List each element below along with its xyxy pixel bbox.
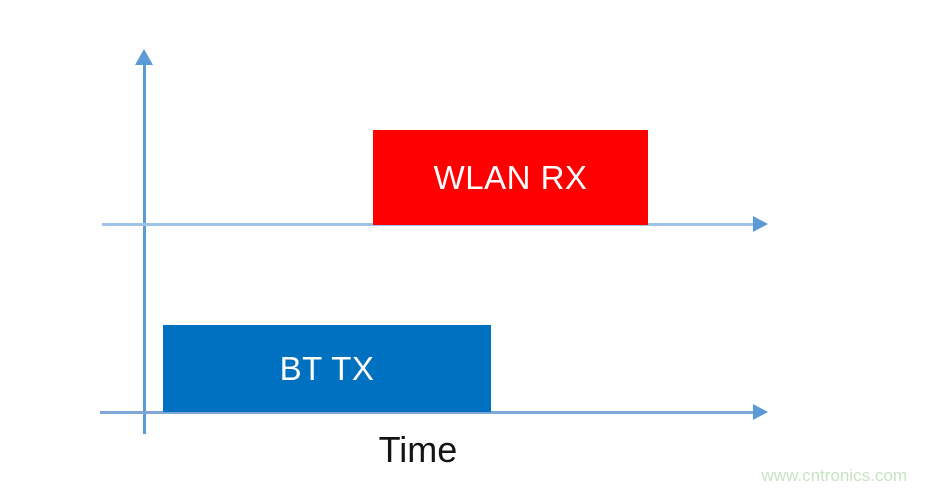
bt-row-time-axis-line (100, 411, 754, 414)
wlan-row-time-axis-arrow-right-icon (753, 216, 768, 232)
watermark-text: www.cntronics.com (761, 466, 907, 485)
bt-tx-block: BT TX (163, 325, 491, 412)
wlan-rx-block: WLAN RX (373, 130, 648, 225)
time-axis-label: Time (378, 429, 458, 470)
wlan-rx-block-label: WLAN RX (433, 158, 588, 196)
bt-row-time-axis-arrow-right-icon (753, 404, 768, 420)
y-axis-arrow-up-icon (135, 49, 153, 65)
y-axis-line (143, 62, 146, 434)
bt-tx-block-label: BT TX (279, 349, 375, 387)
